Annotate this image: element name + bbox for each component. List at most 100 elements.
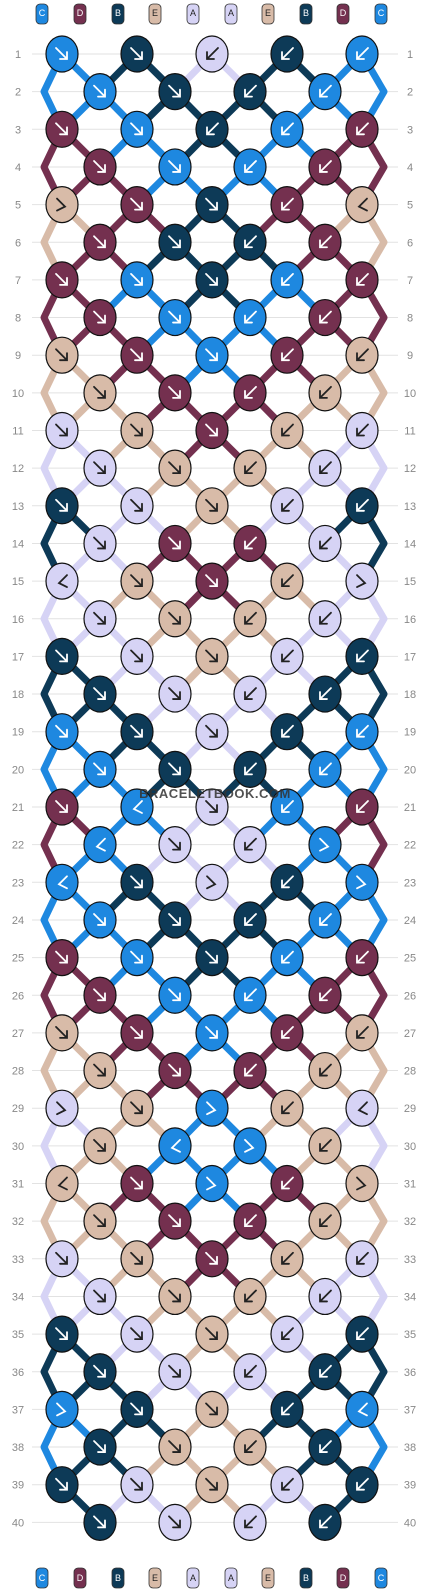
knot-arrow	[56, 1402, 67, 1417]
knot-arrow	[356, 1327, 369, 1340]
knot-arrow	[281, 1251, 294, 1265]
knot-arrow	[281, 1327, 294, 1340]
row-number-left: 9	[15, 350, 21, 362]
knot-arrow	[168, 235, 181, 249]
strand-tab-top	[73, 3, 87, 25]
knot-arrow	[319, 160, 332, 173]
strand-label-top: C	[378, 8, 385, 18]
row-number-left: 30	[12, 1141, 24, 1153]
knot-arrow	[93, 1063, 106, 1077]
knot-arrow	[356, 724, 369, 738]
row-number-right: 24	[404, 915, 416, 927]
knot-arrow	[319, 385, 332, 399]
row-number-left: 4	[15, 162, 21, 174]
strand-tab-top	[148, 3, 162, 25]
row-number-left: 26	[12, 990, 24, 1002]
knot-arrow	[130, 574, 143, 587]
row-number-left: 33	[12, 1254, 24, 1266]
knot-arrow	[281, 1477, 294, 1491]
knot-arrow	[205, 950, 218, 964]
row-number-right: 35	[404, 1329, 416, 1341]
knot-arrow	[244, 687, 257, 700]
strand-tab-bottom	[299, 1567, 313, 1589]
row-number-left: 38	[12, 1442, 24, 1454]
knot-arrow	[281, 574, 294, 587]
knot-arrow	[55, 47, 68, 60]
knot-arrow	[93, 988, 106, 1002]
knot-arrow	[57, 1176, 68, 1191]
knot-arrow	[55, 423, 68, 437]
knot-arrow	[244, 837, 257, 851]
knot-arrow	[319, 1364, 332, 1378]
knot-arrow	[168, 310, 181, 324]
row-number-left: 16	[12, 614, 24, 626]
row-number-left: 15	[12, 576, 24, 588]
row-number-left: 25	[12, 953, 24, 965]
row-number-left: 34	[12, 1291, 24, 1303]
knot-arrow	[130, 649, 143, 663]
strand-label-bottom: B	[115, 1573, 121, 1583]
row-number-right: 31	[404, 1179, 416, 1191]
row-number-left: 11	[12, 426, 23, 438]
strand-label-bottom: D	[77, 1573, 84, 1583]
row-number-left: 37	[12, 1404, 24, 1416]
knot-arrow	[205, 1477, 218, 1491]
knot-arrow	[168, 1515, 181, 1529]
strand-tab-bottom	[336, 1567, 350, 1589]
knot-arrow	[356, 273, 369, 286]
knot-arrow	[168, 1364, 181, 1378]
knot-arrow	[130, 875, 143, 889]
knot-arrow	[93, 1214, 106, 1228]
row-number-right: 30	[404, 1141, 416, 1153]
strand-tab-top	[299, 3, 313, 25]
knot-arrow	[356, 1026, 369, 1039]
strand-label-top: D	[340, 8, 347, 18]
knot-arrow	[244, 385, 257, 399]
row-number-right: 1	[407, 49, 413, 61]
strand-label-bottom: E	[265, 1573, 271, 1583]
knot-arrow	[55, 724, 68, 738]
strand-tab-top	[261, 3, 275, 25]
row-number-left: 14	[12, 538, 24, 550]
knot-arrow	[281, 1026, 294, 1039]
strand-label-bottom: A	[228, 1573, 234, 1583]
strand-label-bottom: C	[39, 1573, 46, 1583]
knot-arrow	[130, 1251, 143, 1265]
knot-arrow	[205, 1327, 218, 1340]
strand-tab-top	[224, 3, 238, 25]
knot-arrow	[244, 762, 257, 776]
knot-arrow	[281, 800, 294, 813]
knot-arrow	[168, 1063, 181, 1077]
row-number-right: 6	[407, 237, 413, 249]
knot-arrow	[281, 1101, 294, 1115]
knot-arrow	[244, 84, 257, 98]
knot-arrow	[319, 1214, 332, 1228]
strand-label-top: E	[152, 8, 158, 18]
knot-arrow	[93, 1515, 106, 1529]
knot-arrow	[319, 611, 332, 625]
knot-arrow	[130, 197, 143, 211]
row-number-right: 29	[404, 1103, 416, 1115]
strand-tab-bottom	[148, 1567, 162, 1589]
strand-tab-top	[186, 3, 200, 25]
knot-arrow	[168, 1289, 181, 1303]
knot-arrow	[56, 197, 67, 212]
knot-arrow	[244, 1440, 257, 1453]
knot-arrow	[319, 536, 332, 550]
knot-arrow	[130, 1327, 143, 1340]
knot-arrow	[356, 574, 367, 588]
row-number-left: 23	[12, 877, 24, 889]
knot-arrow	[281, 875, 294, 889]
knot-arrow	[130, 423, 143, 437]
knot-arrow	[170, 1138, 181, 1153]
row-number-right: 37	[404, 1404, 416, 1416]
row-number-right: 25	[404, 953, 416, 965]
knot-arrow	[206, 875, 217, 890]
row-number-right: 21	[404, 802, 416, 814]
row-number-right: 15	[404, 576, 416, 588]
knot-arrow	[356, 1477, 369, 1491]
knot-arrow	[93, 1364, 106, 1378]
knot-arrow	[244, 611, 257, 625]
knot-arrow	[132, 800, 143, 814]
